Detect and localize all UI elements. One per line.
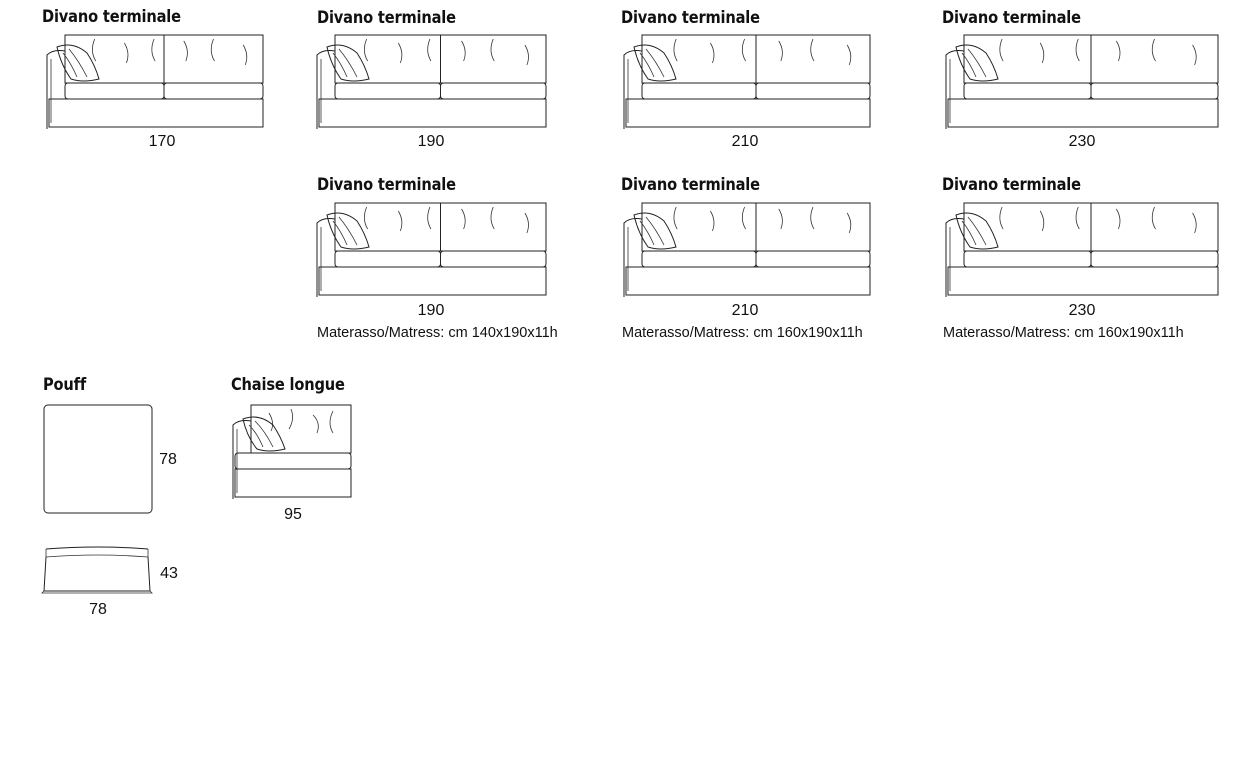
chaise-title: Chaise longue bbox=[231, 375, 345, 395]
sofa-210-width: 210 bbox=[731, 133, 759, 150]
pouff-height: 43 bbox=[160, 565, 178, 582]
sofabed-190-width: 190 bbox=[417, 302, 445, 319]
pouff-top-view bbox=[43, 404, 153, 514]
sofabed-230-title: Divano terminale bbox=[942, 175, 1081, 195]
sofabed-230-width: 230 bbox=[1068, 302, 1096, 319]
sofa-230-width: 230 bbox=[1068, 133, 1096, 150]
sofa-210-drawing bbox=[620, 33, 872, 134]
sofabed-190-mattress: Materasso/Matress: cm 140x190x11h bbox=[317, 325, 558, 341]
pouff-side-view bbox=[41, 546, 153, 594]
sofabed-210-title: Divano terminale bbox=[621, 175, 760, 195]
sofabed-190-drawing bbox=[313, 201, 548, 302]
sofa-170-drawing bbox=[43, 33, 265, 134]
sofa-210-title: Divano terminale bbox=[621, 8, 760, 28]
sofa-190-width: 190 bbox=[417, 133, 445, 150]
sofa-230-drawing bbox=[942, 33, 1220, 134]
chaise-drawing bbox=[232, 404, 352, 499]
pouff-depth: 78 bbox=[159, 451, 177, 468]
sofabed-210-width: 210 bbox=[731, 302, 759, 319]
sofabed-210-drawing bbox=[620, 201, 872, 302]
sofabed-230-drawing bbox=[942, 201, 1220, 302]
sofa-230-title: Divano terminale bbox=[942, 8, 1081, 28]
chaise-width: 95 bbox=[284, 506, 302, 523]
sofabed-190-title: Divano terminale bbox=[317, 175, 456, 195]
sofabed-210-mattress: Materasso/Matress: cm 160x190x11h bbox=[622, 325, 863, 341]
sofa-190-title: Divano terminale bbox=[317, 8, 456, 28]
sofa-190-drawing bbox=[313, 33, 548, 134]
sofabed-230-mattress: Materasso/Matress: cm 160x190x11h bbox=[943, 325, 1184, 341]
pouff-width: 78 bbox=[89, 601, 107, 618]
sofa-170-width: 170 bbox=[148, 133, 176, 150]
pouff-title: Pouff bbox=[43, 375, 87, 395]
sofa-170-title: Divano terminale bbox=[42, 7, 181, 27]
